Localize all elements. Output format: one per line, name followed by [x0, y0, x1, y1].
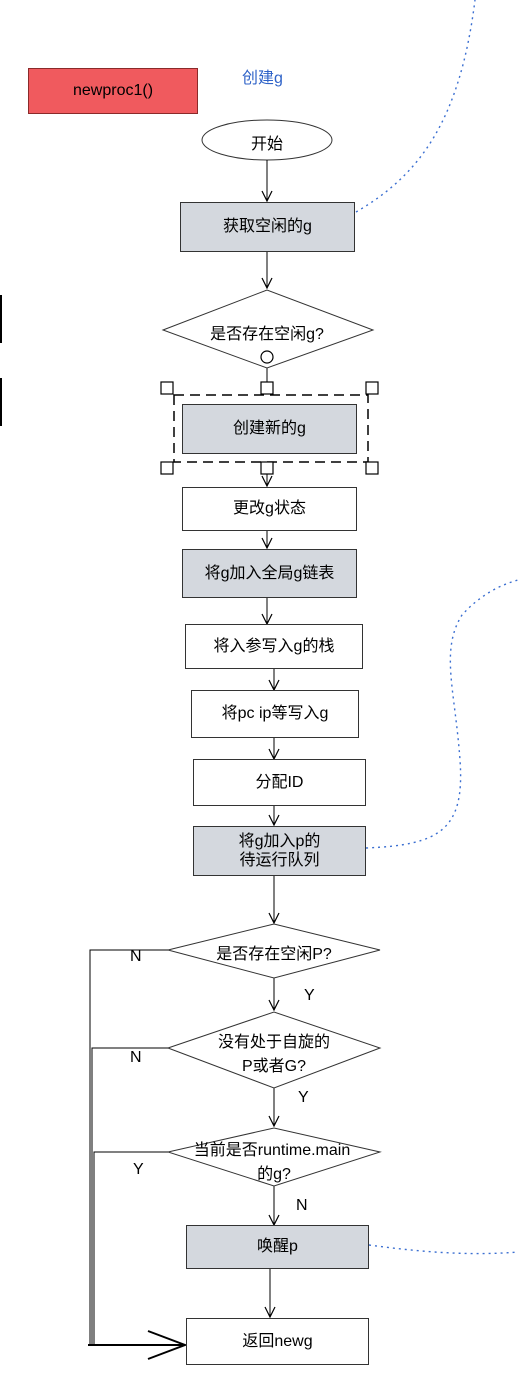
step-change-state[interactable]: 更改g状态 [182, 487, 357, 531]
step-assign-id[interactable]: 分配ID [193, 759, 366, 806]
resize-handle-bc[interactable] [260, 461, 274, 475]
decision-has-idle-p-text: 是否存在空闲P? [216, 946, 332, 963]
step-get-free-g[interactable]: 获取空闲的g [180, 202, 355, 252]
step-create-new-g[interactable]: 创建新的g [182, 404, 357, 454]
decision-main-g-text-2: 的g? [257, 1166, 291, 1183]
dotted-connector-bottom [368, 1244, 518, 1255]
step-wakeup[interactable]: 唤醒p [186, 1225, 369, 1269]
decision-spinning-text-1: 没有处于自旋的 [217, 1034, 330, 1051]
decision-has-free-g [161, 289, 375, 369]
start-text: 开始 [250, 136, 283, 153]
decision-main-g [166, 1127, 382, 1187]
edge-label-n1: N [130, 948, 142, 965]
left-edge-mark-2 [0, 378, 2, 426]
resize-handle-bl[interactable] [160, 461, 174, 475]
decision-has-free-g-text: 是否存在空闲g? [210, 326, 324, 343]
branch-n1 [89, 949, 168, 1345]
arrow-head-return [147, 1330, 188, 1360]
decision-spinning-text-2: P或者G? [241, 1058, 307, 1075]
left-edge-mark-1 [0, 295, 2, 343]
function-label-box[interactable]: newproc1() [28, 68, 198, 114]
step-write-args[interactable]: 将入参写入g的栈 [185, 624, 363, 669]
caption-create-g: 创建g [242, 70, 283, 87]
dotted-connector-middle [365, 579, 518, 849]
branch-n2 [91, 1047, 168, 1345]
decision-has-idle-p [167, 923, 381, 979]
rotate-handle[interactable] [260, 350, 274, 364]
edge-label-y1: Y [304, 987, 315, 1004]
decision-spinning [166, 1011, 382, 1089]
step-add-global-list[interactable]: 将g加入全局g链表 [182, 549, 357, 598]
resize-handle-br[interactable] [365, 461, 379, 475]
resize-handle-tc[interactable] [260, 381, 274, 395]
step-write-pc[interactable]: 将pc ip等写入g [191, 690, 359, 738]
decision-main-g-text-1: 当前是否runtime.main [193, 1142, 351, 1159]
resize-handle-tr[interactable] [365, 381, 379, 395]
edge-label-y2: Y [298, 1089, 309, 1106]
edge-label-n2: N [130, 1049, 142, 1066]
edge-label-n3: N [296, 1197, 308, 1214]
step-return[interactable]: 返回newg [186, 1318, 369, 1365]
resize-handle-tl[interactable] [160, 381, 174, 395]
function-label: newproc1() [72, 82, 154, 100]
edge-label-y3: Y [133, 1161, 144, 1178]
dotted-connector-top [355, 0, 476, 213]
step-add-runq[interactable]: 将g加入p的 待运行队列 [193, 826, 366, 876]
branch-y3 [93, 1151, 168, 1345]
